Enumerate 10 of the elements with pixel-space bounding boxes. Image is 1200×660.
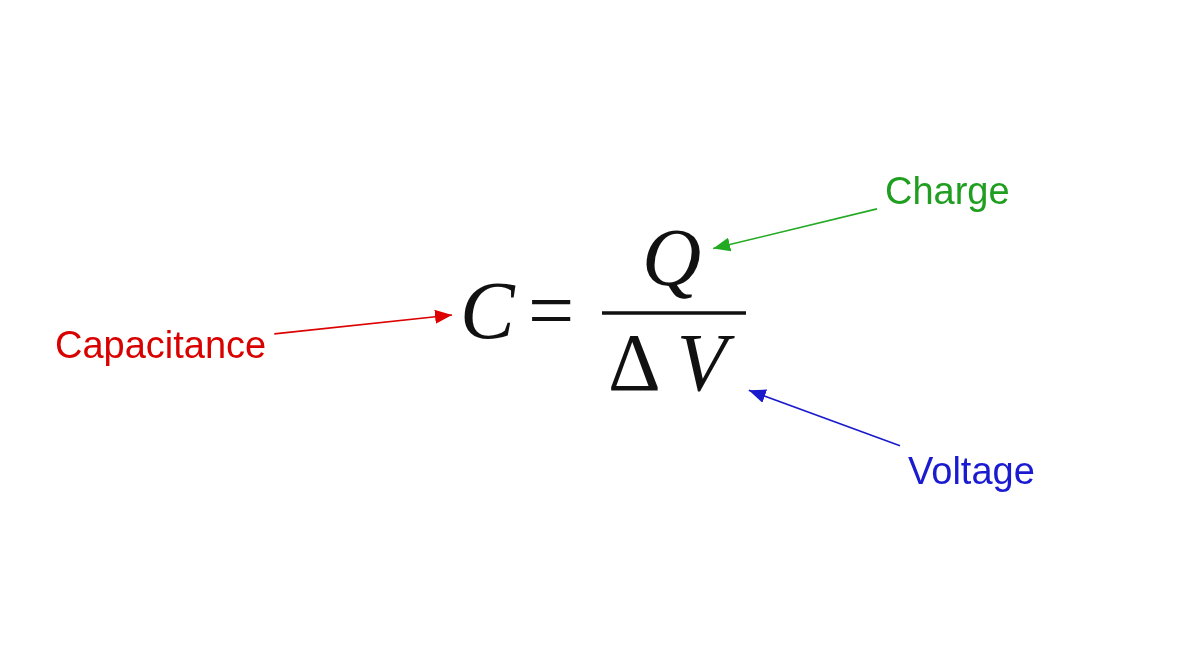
callout-label: Charge <box>885 171 1010 213</box>
callout-label: Voltage <box>908 451 1035 493</box>
denominator-term: Δ V <box>608 320 741 407</box>
callout-label: Capacitance <box>55 325 267 367</box>
formula-variable: C <box>460 268 519 355</box>
arrow <box>712 208 878 252</box>
arrow <box>748 389 901 447</box>
numerator-variable: Q <box>642 215 706 302</box>
arrow <box>273 309 453 335</box>
equals-sign: = <box>528 268 575 355</box>
